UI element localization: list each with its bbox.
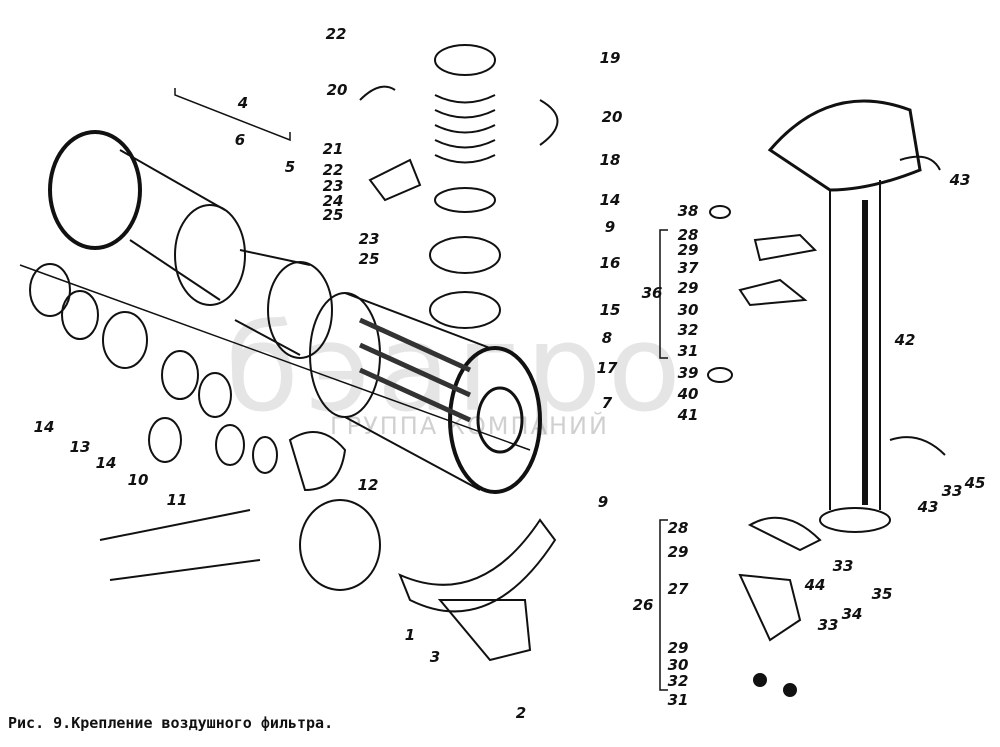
callout-label: 10 bbox=[127, 471, 149, 489]
callout-label: 1 bbox=[404, 626, 416, 644]
pipe-mount-lower bbox=[738, 516, 822, 697]
callout-label: 9 bbox=[597, 493, 609, 511]
callout-label: 18 bbox=[599, 151, 621, 169]
callout-label: 44 bbox=[804, 576, 826, 594]
callout-label: 14 bbox=[599, 191, 621, 209]
callout-label: 24 bbox=[322, 192, 344, 210]
callout-label: 25 bbox=[358, 250, 380, 268]
callout-label: 12 bbox=[357, 476, 379, 494]
filter-housing-body bbox=[309, 292, 542, 494]
callout-label: 14 bbox=[95, 454, 117, 472]
callout-label: 21 bbox=[322, 140, 344, 158]
callout-label: 16 bbox=[599, 254, 621, 272]
callout-label: 39 bbox=[677, 364, 699, 382]
callout-label: 7 bbox=[601, 394, 613, 412]
top-cap-and-spring bbox=[359, 44, 559, 329]
callout-label: 41 bbox=[677, 406, 699, 424]
callout-label: 42 bbox=[894, 331, 916, 349]
callout-label: 43 bbox=[917, 498, 939, 516]
callout-label: 30 bbox=[667, 656, 689, 674]
callout-label: 20 bbox=[326, 81, 348, 99]
callout-label: 23 bbox=[322, 177, 344, 195]
callout-label: 31 bbox=[677, 342, 699, 360]
callout-label: 28 bbox=[677, 226, 699, 244]
callout-label: 6 bbox=[234, 131, 246, 149]
callout-label: 13 bbox=[69, 438, 91, 456]
bracket-brace-lines bbox=[19, 88, 668, 691]
callout-label: 8 bbox=[601, 329, 613, 347]
callout-label: 38 bbox=[677, 202, 699, 220]
hose-and-clamps bbox=[29, 263, 381, 591]
pipe-mount-upper bbox=[707, 205, 818, 383]
callout-label: 25 bbox=[322, 206, 344, 224]
callout-label: 14 bbox=[33, 418, 55, 436]
callout-label: 22 bbox=[325, 25, 347, 43]
callout-label: 27 bbox=[667, 580, 689, 598]
callout-label: 32 bbox=[677, 321, 699, 339]
callout-label: 34 bbox=[841, 605, 863, 623]
callout-label: 28 bbox=[667, 519, 689, 537]
callout-label: 29 bbox=[667, 639, 689, 657]
callout-label: 5 bbox=[284, 158, 296, 176]
callout-label: 36 bbox=[641, 284, 663, 302]
callout-label: 2 bbox=[515, 704, 527, 722]
callout-label: 40 bbox=[677, 385, 699, 403]
support-bracket bbox=[398, 518, 557, 662]
callout-label: 29 bbox=[667, 543, 689, 561]
callout-label: 9 bbox=[604, 218, 616, 236]
callout-label: 31 bbox=[667, 691, 689, 709]
callout-label: 45 bbox=[964, 474, 986, 492]
callout-label: 33 bbox=[941, 482, 963, 500]
callout-label: 3 bbox=[429, 648, 441, 666]
callout-label: 17 bbox=[596, 359, 618, 377]
callout-label: 4 bbox=[237, 94, 249, 112]
callout-label: 22 bbox=[322, 161, 344, 179]
intake-pipe bbox=[767, 99, 946, 533]
callout-label: 11 bbox=[166, 491, 188, 509]
callout-label: 19 bbox=[599, 49, 621, 67]
callout-label: 29 bbox=[677, 279, 699, 297]
callout-label: 37 bbox=[677, 259, 699, 277]
callout-label: 26 bbox=[632, 596, 654, 614]
callout-label: 23 bbox=[358, 230, 380, 248]
callout-label: 15 bbox=[599, 301, 621, 319]
watermark-logo: бэагро bbox=[225, 300, 688, 439]
callout-label: 30 bbox=[677, 301, 699, 319]
filter-elements bbox=[48, 130, 333, 359]
figure-caption: Рис. 9.Крепление воздушного фильтра. bbox=[8, 714, 334, 732]
callout-label: 43 bbox=[949, 171, 971, 189]
callout-label: 33 bbox=[832, 557, 854, 575]
callout-label: 20 bbox=[601, 108, 623, 126]
callout-label: 35 bbox=[871, 585, 893, 603]
callout-label: 29 bbox=[677, 241, 699, 259]
callout-label: 33 bbox=[817, 616, 839, 634]
callout-label: 32 bbox=[667, 672, 689, 690]
